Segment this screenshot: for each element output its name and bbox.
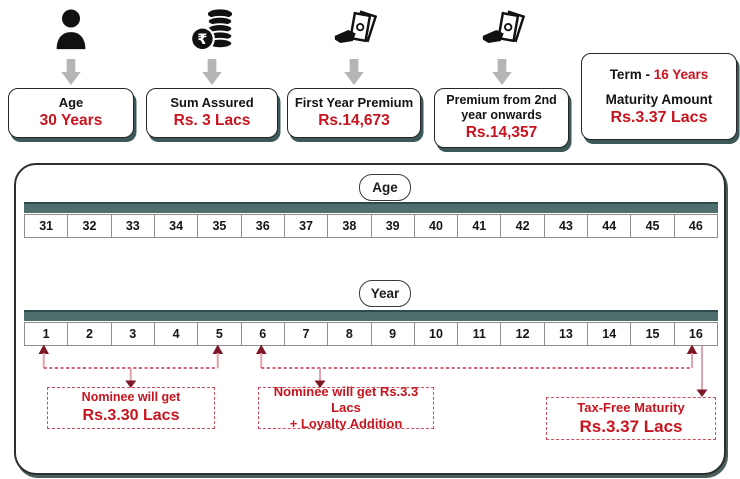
year-cell: 1 [24,322,69,346]
summary-box-first-premium: First Year Premium Rs.14,673 [287,88,421,138]
term-label: Term [609,66,642,82]
age-cell: 36 [241,214,285,238]
age-cell: 34 [154,214,199,238]
callout-line: Nominee will get [81,390,181,405]
down-arrow-icon [202,56,222,88]
rupee-coins-icon: ₹ [188,0,236,54]
maturity-value: Rs.3.37 Lacs [610,108,708,126]
summary-value: Rs. 3 Lacs [173,111,251,129]
age-cell: 39 [371,214,415,238]
summary-box-sum-assured: Sum Assured Rs. 3 Lacs [146,88,278,138]
age-cell: 46 [674,214,718,238]
age-cell: 33 [111,214,155,238]
callout-amount: Rs.3.30 Lacs [82,406,180,424]
age-cell: 41 [458,214,502,238]
summary-box-age: Age 30 Years [8,88,134,138]
maturity-label: Maturity Amount [605,91,713,107]
age-cell: 38 [328,214,372,238]
summary-label: Premium from 2nd year onwards [446,93,557,122]
summary-item-renewal-premium: Premium from 2nd year onwards Rs.14,357 [434,0,569,149]
age-cell: 37 [284,214,329,238]
down-arrow-icon [344,56,364,88]
callout-line: Tax-Free Maturity [577,399,685,415]
age-row-bar [24,202,718,213]
hand-money-icon [479,0,525,54]
age-cell: 32 [68,214,112,238]
year-cell: 8 [328,322,372,346]
svg-text:₹: ₹ [197,32,207,48]
callout-line: + Loyalty Addition [289,416,403,432]
down-arrow-icon [491,56,512,88]
year-cell: 10 [414,322,459,346]
callout-nominee-loyalty: Nominee will get Rs.3.3 Lacs + Loyalty A… [258,383,434,432]
summary-label: Age [58,95,84,111]
year-row-label: Year [359,280,411,307]
summary-item-age: Age 30 Years [8,0,134,138]
term-line: Term - 16 Years [610,67,709,82]
year-cell: 9 [371,322,415,346]
year-cell: 2 [68,322,112,346]
year-cell: 11 [458,322,502,346]
summary-label: Sum Assured [170,95,254,111]
callout-line: Nominee will get Rs.3.3 Lacs [273,383,419,415]
person-icon [48,0,94,54]
age-cell: 44 [588,214,632,238]
age-cell: 43 [544,214,589,238]
callout-taxfree-maturity: Tax-Free Maturity Rs.3.37 Lacs [546,397,716,440]
year-cell: 15 [631,322,675,346]
term-value: 16 Years [653,66,709,82]
age-cell: 31 [24,214,69,238]
year-cell: 7 [284,322,329,346]
age-cell: 42 [501,214,545,238]
term-maturity-box: Term - 16 Years Maturity Amount Rs.3.37 … [581,53,737,140]
hand-money-icon [331,0,377,54]
age-cell: 35 [198,214,242,238]
year-cell: 13 [544,322,589,346]
summary-item-sum-assured: ₹ Sum Assured Rs. 3 Lacs [146,0,278,138]
summary-value: Rs.14,673 [318,111,390,129]
summary-value: Rs.14,357 [465,124,538,141]
year-cell: 14 [588,322,632,346]
down-arrow-icon [61,56,81,88]
summary-label: First Year Premium [294,95,414,111]
age-row-label: Age [359,174,411,201]
age-cell: 45 [631,214,675,238]
callout-nominee-330: Nominee will get Rs.3.30 Lacs [47,387,215,429]
year-cell: 3 [111,322,155,346]
year-cell: 4 [154,322,199,346]
term-dash: - [645,66,650,82]
summary-value: 30 Years [39,111,103,129]
summary-box-renewal-premium: Premium from 2nd year onwards Rs.14,357 [434,88,569,149]
year-cell: 6 [241,322,285,346]
callout-amount: Rs.3.37 Lacs [579,417,683,436]
year-row-bar [24,310,718,321]
summary-item-first-premium: First Year Premium Rs.14,673 [287,0,421,138]
age-cell: 40 [414,214,459,238]
year-cell: 5 [198,322,242,346]
year-cell: 12 [501,322,545,346]
year-cell: 16 [674,322,718,346]
